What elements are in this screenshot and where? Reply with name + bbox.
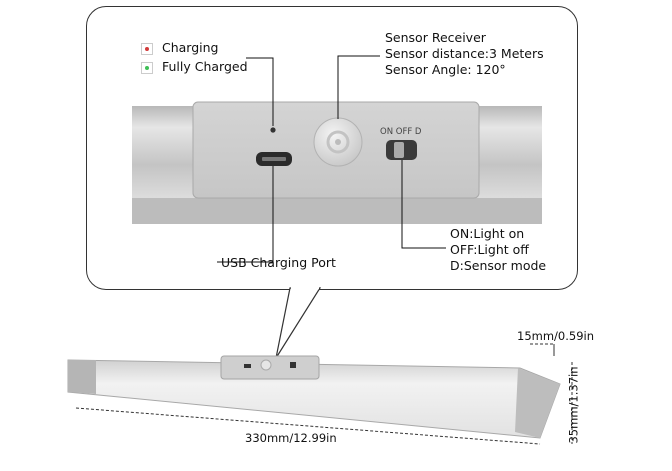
leader-lines — [217, 55, 446, 263]
fully-charged-label: Fully Charged — [162, 59, 248, 74]
usb-port-icon — [256, 152, 292, 166]
dimension-lines — [75, 343, 573, 445]
switch-printed-text: ON OFF D — [380, 127, 422, 137]
dimension-depth: 15mm/0.59in — [517, 329, 595, 343]
switch-mode-on: ON:Light on — [450, 226, 525, 241]
sensor-angle: Sensor Angle: 120° — [385, 62, 506, 77]
sensor-title: Sensor Receiver — [385, 30, 486, 45]
sensor-distance: Sensor distance:3 Meters — [385, 46, 544, 61]
indicator-led-icon — [270, 127, 276, 133]
switch-mode-sensor: D:Sensor mode — [450, 258, 547, 273]
callout-pointer — [275, 286, 322, 359]
motion-sensor-icon — [313, 117, 363, 167]
charging-label: Charging — [162, 40, 219, 55]
charging-led-icon — [141, 43, 153, 55]
dimension-length: 330mm/12.99in — [245, 431, 337, 445]
dimension-height: 35mm/1.37in — [566, 366, 581, 444]
lamp-product — [67, 355, 561, 439]
slide-switch-icon — [386, 140, 417, 160]
fully-charged-led-icon — [141, 62, 153, 74]
usb-label: USB Charging Port — [221, 255, 336, 270]
switch-mode-off: OFF:Light off — [450, 242, 529, 257]
